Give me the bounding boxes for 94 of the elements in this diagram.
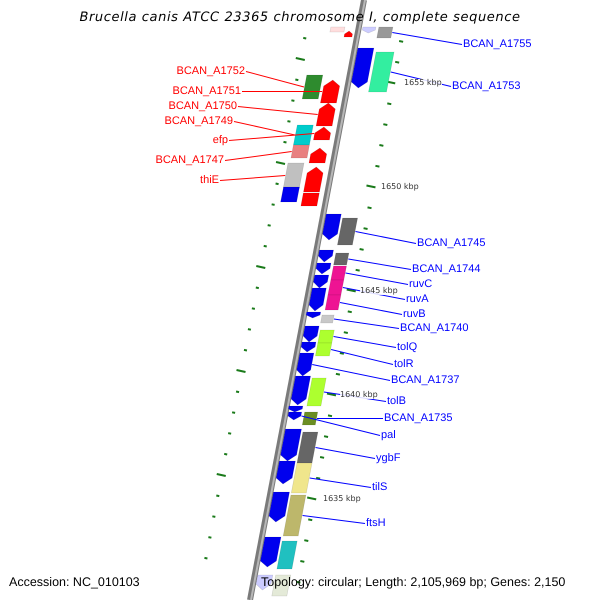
gene-label: tolQ (397, 342, 418, 353)
gene-label: BCAN_A1753 (452, 81, 520, 92)
gene-block (293, 124, 314, 146)
gene-label: BCAN_A1751 (172, 86, 241, 97)
gene-block (303, 166, 324, 192)
gene-block (302, 326, 320, 342)
scale-label: 1655 kbp (404, 79, 442, 87)
leader-line (316, 418, 384, 419)
gene-block (313, 126, 332, 140)
gene-block (290, 462, 312, 494)
gene-block (316, 262, 332, 274)
gene-block (288, 412, 302, 420)
gene-block (317, 330, 335, 344)
gene-block (282, 494, 306, 536)
gene-label: BCAN_A1745 (417, 238, 486, 249)
leader-line (224, 151, 292, 161)
gene-block (376, 26, 394, 38)
leader-line (333, 336, 396, 348)
gene-block (315, 342, 332, 356)
gene-label: BCAN_A1750 (168, 101, 237, 112)
gene-block (320, 80, 340, 104)
gene-block (322, 214, 342, 240)
leader-line (228, 133, 315, 141)
gene-block (320, 314, 334, 324)
gene-block (308, 148, 328, 164)
gene-label: BCAN_A1749 (164, 116, 233, 127)
gene-label: pal (381, 430, 396, 441)
leader-line (315, 447, 376, 459)
leader-line (348, 258, 412, 270)
gene-block (300, 192, 320, 206)
gene-label: BCAN_A1752 (176, 66, 245, 77)
leader-line (309, 478, 372, 488)
scale-label: 1645 kbp (360, 287, 398, 295)
map-info-text: Accession: NC_010103 (9, 576, 140, 588)
gene-block (330, 266, 347, 280)
gene-block (344, 30, 353, 38)
gene-block (368, 52, 394, 92)
leader-line (301, 416, 380, 436)
scale-label: 1640 kbp (340, 391, 378, 399)
gene-block (302, 74, 324, 100)
gene-block (276, 460, 296, 484)
gene-label: ftsH (366, 518, 386, 529)
gene-block (296, 432, 318, 464)
gene-block (313, 274, 330, 288)
gene-block (337, 218, 358, 246)
gene-block (290, 144, 310, 158)
leader-line (220, 175, 286, 181)
gene-block (330, 26, 346, 32)
leader-line (330, 349, 394, 365)
gene-label: BCAN_A1755 (463, 39, 532, 50)
gene-block (324, 294, 342, 310)
gene-block (280, 186, 300, 202)
gene-label: tolB (387, 396, 406, 407)
gene-label: ygbF (376, 453, 400, 464)
gene-label: BCAN_A1740 (400, 323, 468, 334)
gene-block (302, 412, 318, 426)
gene-block (276, 540, 298, 570)
gene-block (306, 378, 327, 406)
gene-block (362, 26, 376, 34)
leader-line (355, 231, 416, 244)
scale-label: 1635 kbp (323, 495, 361, 503)
scale-label: 1650 kbp (381, 183, 419, 191)
gene-block (280, 428, 302, 462)
leader-line (340, 302, 402, 315)
leader-line (312, 364, 390, 381)
leader-line (234, 121, 296, 136)
gene-label: BCAN_A1735 (384, 413, 452, 424)
gene-block (268, 492, 290, 522)
gene-label: BCAN_A1747 (156, 155, 224, 166)
gene-block (260, 536, 282, 568)
gene-label: tilS (372, 482, 388, 493)
gene-label: thiE (200, 175, 219, 186)
gene-label: ruvC (409, 279, 432, 290)
gene-label: BCAN_A1737 (391, 375, 460, 386)
gene-block (333, 252, 350, 266)
gene-label: BCAN_A1744 (412, 264, 480, 275)
gene-label: ruvB (403, 309, 426, 320)
gene-label: efp (212, 135, 228, 146)
gene-label: ruvA (406, 294, 429, 305)
gene-block (282, 162, 304, 188)
leader-line (345, 272, 408, 285)
gene-label: tolR (394, 359, 414, 370)
gene-block (318, 250, 334, 262)
gene-block (351, 48, 374, 88)
map-title: Brucella canis ATCC 23365 chromosome I, complete sequence (78, 11, 522, 24)
gene-block (328, 280, 344, 296)
leader-line (238, 106, 318, 115)
leader-line (242, 91, 323, 92)
leader-line (246, 71, 304, 88)
leader-line (392, 32, 462, 45)
gene-block (316, 102, 336, 126)
leader-line (302, 515, 366, 524)
leader-line (333, 318, 400, 329)
map-info-text: Topology: circular; Length: 2,105,969 bp; Genes: 2,150 (261, 576, 566, 588)
